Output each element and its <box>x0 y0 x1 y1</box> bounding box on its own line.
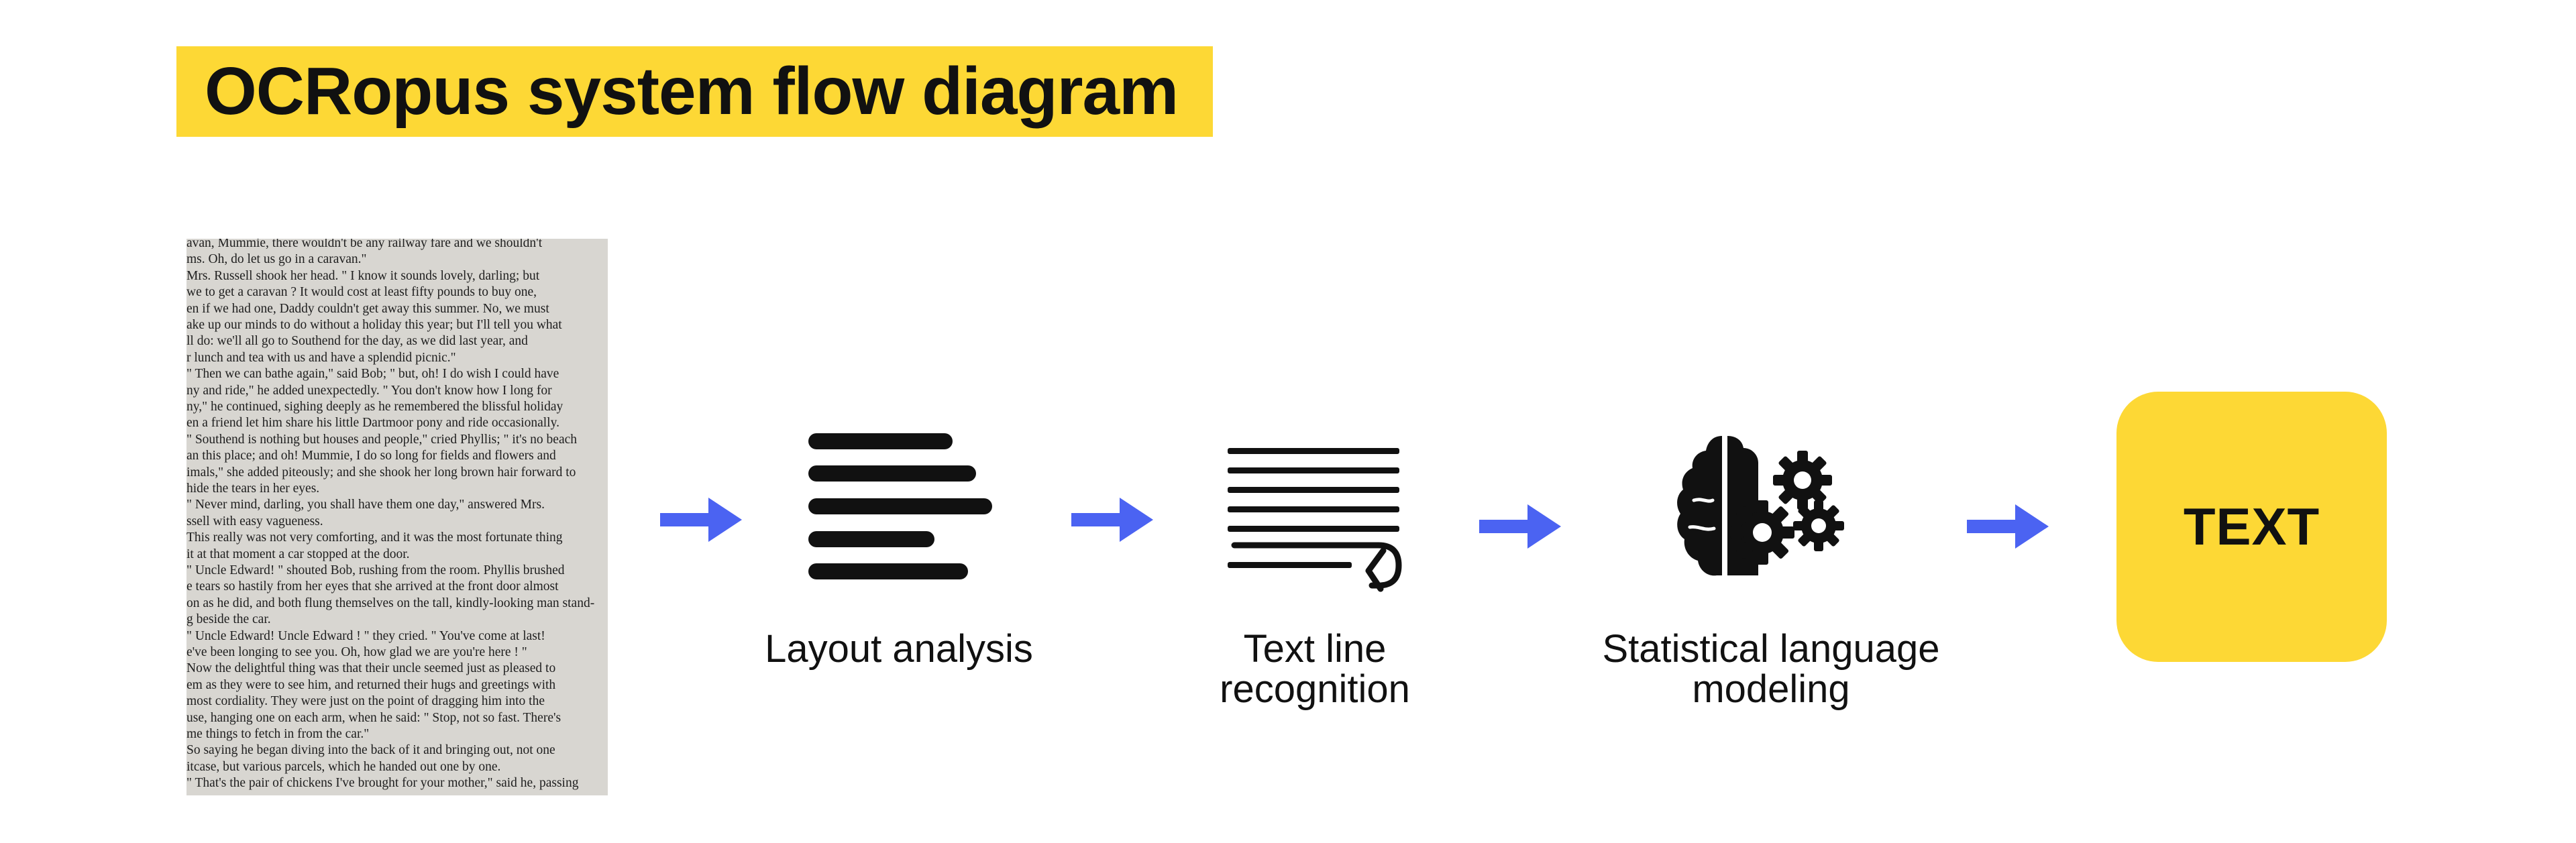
scan-text-line: So saying he began diving into the back … <box>186 743 555 758</box>
step-label-line: Text line <box>1243 627 1387 671</box>
output-text-label: TEXT <box>2183 497 2320 556</box>
scan-text-line: r lunch and tea with us and have a splen… <box>186 350 456 365</box>
step-label-line: Statistical language <box>1602 627 1940 671</box>
scan-text-line: ssell with easy vagueness. <box>186 514 323 528</box>
step-label-layout-analysis: Layout analysis <box>724 629 1073 669</box>
scan-text-line: " Uncle Edward! " shouted Bob, rushing f… <box>186 563 565 577</box>
scan-text-line: " Then we can bathe again," said Bob; " … <box>186 367 559 382</box>
align-left-lines-icon <box>808 433 992 579</box>
flow-arrow-1 <box>660 498 742 542</box>
title-banner <box>176 46 1213 137</box>
scan-text-line: on as he did, and both flung themselves … <box>186 596 595 610</box>
scan-text-line: ll do: we'll all go to Southend for the … <box>186 334 528 349</box>
scan-text-line: ms. Oh, do let us go in a caravan." <box>186 252 367 267</box>
scan-text-line: e tears so hastily from her eyes that sh… <box>186 579 559 594</box>
scan-text-line: ake up our minds to do without a holiday… <box>186 318 562 332</box>
output-text-box: TEXT <box>2116 392 2387 662</box>
scan-text-line: g beside the car. <box>186 612 271 627</box>
text-line-return-icon <box>1228 448 1402 592</box>
scan-text-line: we to get a caravan ? It would cost at l… <box>186 285 537 300</box>
scan-text-line: imals," she added piteously; and she sho… <box>186 465 576 480</box>
scan-text-line: Now the delightful thing was that their … <box>186 661 556 676</box>
flow-arrow-2 <box>1071 498 1153 542</box>
flow-arrow-4 <box>1967 504 2049 549</box>
scan-text-line: en a friend let him share his little Dar… <box>186 416 559 431</box>
brain-gears-icon <box>1677 436 1844 576</box>
scan-text-line: avan, Mummie, there wouldn't be any rail… <box>186 239 543 250</box>
step-label-line: modeling <box>1692 667 1850 711</box>
step-label-text-line-recognition: Text line recognition <box>1140 629 1489 710</box>
scan-text-line: " Southend is nothing but houses and peo… <box>186 432 578 447</box>
scan-text-line: it at that moment a car stopped at the d… <box>186 547 410 561</box>
scan-text-line: ny and ride," he added unexpectedly. " Y… <box>186 383 552 398</box>
scan-text-line: en if we had one, Daddy couldn't get awa… <box>186 301 549 316</box>
flow-arrow-3 <box>1479 504 1561 549</box>
diagram-title: OCRopus system flow diagram <box>205 54 1179 129</box>
scan-text-line: Mrs. Russell shook her head. " I know it… <box>186 268 540 283</box>
scanned-page-image: avan, Mummie, there wouldn't be any rail… <box>186 239 608 795</box>
scan-text-line: " Never mind, darling, you shall have th… <box>186 498 545 512</box>
scan-text-line: me things to fetch in from the car." <box>186 727 370 741</box>
scan-text-line: an this place; and oh! Mummie, I do so l… <box>186 449 556 463</box>
scan-text-line: itcase, but various parcels, which he ha… <box>186 759 501 774</box>
scan-text-line: This really was not very comforting, and… <box>186 530 563 545</box>
scan-text-line: e've been longing to see you. Oh, how gl… <box>186 645 527 659</box>
scan-text-line: most cordiality. They were just on the p… <box>186 694 545 709</box>
scan-text-line: use, hanging one on each arm, when he sa… <box>186 710 561 725</box>
scan-text-line: ny," he continued, sighing deeply as he … <box>186 400 564 414</box>
scan-text-line: em as they were to see him, and returned… <box>186 677 556 692</box>
scan-text-line: hide the tears in her eyes. <box>186 482 320 496</box>
step-label-line: recognition <box>1220 667 1410 711</box>
scan-text-line: " That's the pair of chickens I've broug… <box>186 776 579 791</box>
step-label-statistical-language-modeling: Statistical language modeling <box>1550 629 1992 710</box>
step-label-line: Layout analysis <box>765 627 1033 671</box>
scan-text-line: " Uncle Edward! Uncle Edward ! " they cr… <box>186 628 545 643</box>
